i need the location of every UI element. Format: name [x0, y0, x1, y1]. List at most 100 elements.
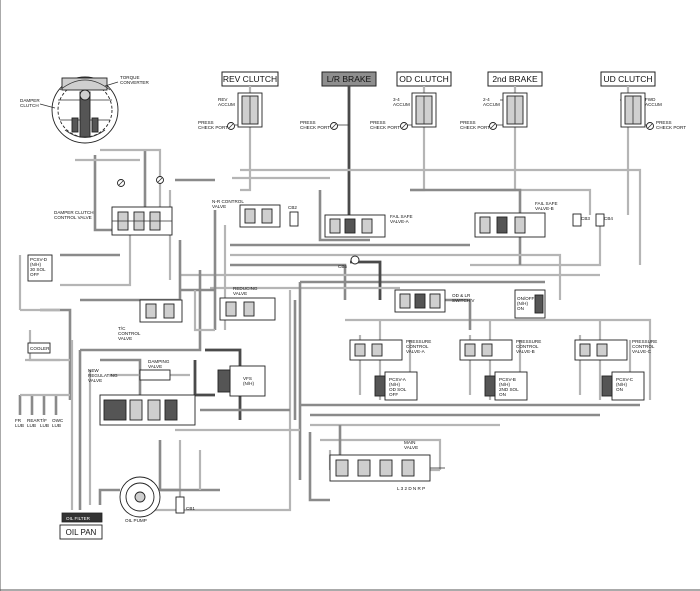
- cooler-label: COOLER: [30, 346, 50, 351]
- pcsv-a-label-3: OD SOL: [389, 387, 407, 392]
- oil-pump-label: OIL PUMP: [125, 518, 147, 523]
- lub-tf-2: LUB: [40, 423, 49, 428]
- pressure-control-valve-a: PRESSURE CONTROL VALVE-A: [349, 339, 431, 361]
- fail-safe-valve-a: FAIL SAFE VALVE-A: [324, 214, 413, 238]
- nr-valve-label-1: N-R CONTROL: [212, 199, 244, 204]
- damper-valve-label-2: CONTROL VALVE: [54, 215, 92, 220]
- cb4-label: CB4: [604, 216, 613, 221]
- vfs-solenoid: VFS (N/H): [217, 365, 266, 397]
- pcsv-a-label-1: PCSV-A: [389, 377, 407, 382]
- damper-clutch-control-valve: DAMPER CLUTCH CONTROL VALVE: [54, 206, 173, 236]
- pcsv-c-solenoid: PCSV-C (N/H) ON: [601, 371, 645, 401]
- check-port-5-label-1: PRESS: [656, 120, 672, 125]
- torque-converter-label-2: CONVERTER: [120, 80, 149, 85]
- vfs-label-1: VFS: [243, 376, 252, 381]
- reducing-valve-label-1: REDUCING: [233, 286, 258, 291]
- pcv-a-label-2: CONTROL: [406, 344, 429, 349]
- oil-pump: OIL PUMP: [119, 476, 161, 523]
- check-port-1: PRESS CHECK PORT: [198, 120, 235, 130]
- accumulator-second: 2-4 ACCUM: [483, 92, 528, 128]
- pcv-c-label-1: PRESSURE: [632, 339, 657, 344]
- accumulator-ud-label-1: FWD: [645, 97, 656, 102]
- header-rev-clutch: REV CLUTCH: [221, 71, 279, 87]
- pcsv-d-label-2: (N/H): [30, 262, 41, 267]
- cb3-label: CB3: [581, 216, 590, 221]
- od-lr-switch-label-1: OD & LR: [452, 293, 471, 298]
- check-port-1-label-2: CHECK PORT: [198, 125, 228, 130]
- lub-fr-2: LUB: [15, 423, 24, 428]
- hydraulic-lines: [18, 86, 652, 512]
- lub-owc-1: OWC: [52, 418, 64, 423]
- pcsv-b-label-3: 2ND SOL: [499, 387, 519, 392]
- check-port-1-label-1: PRESS: [198, 120, 214, 125]
- accumulator-od-label-1: 3-4: [393, 97, 400, 102]
- onoff-label-3: ON: [517, 306, 524, 311]
- accumulator-second-label-1: 2-4: [483, 97, 490, 102]
- check-ball-1: CB1: [175, 496, 195, 514]
- reducing-valve-label-2: VALVE: [233, 291, 247, 296]
- pcv-c-label-2: CONTROL: [632, 344, 655, 349]
- damping-valve-label-1: DAMPING: [148, 359, 170, 364]
- pcv-a-label-1: PRESSURE: [406, 339, 431, 344]
- torque-converter: TORQUE CONVERTER DAMPER CLUTCH: [20, 75, 149, 144]
- oil-pan: OIL PAN: [59, 524, 103, 540]
- accumulator-ud-label-2: ACCUM: [645, 102, 662, 107]
- check-port-4-label-1: PRESS: [460, 120, 476, 125]
- lub-rear-1: REAR: [27, 418, 40, 423]
- header-ud-clutch: UD CLUTCH: [600, 71, 656, 87]
- accumulator-second-label-2: ACCUM: [483, 102, 500, 107]
- pcv-a-label-3: VALVE-A: [406, 349, 426, 354]
- gauge-icon-2: [156, 176, 164, 184]
- regulating-valve-label-2: REGULATING: [88, 373, 118, 378]
- pcsv-d-label-1: PCSV-D: [30, 257, 48, 262]
- vfs-label-2: (N/H): [243, 381, 254, 386]
- pcsv-b-label-1: PCSV-B: [499, 377, 516, 382]
- nr-control-valve: N-R CONTROL VALVE: [212, 199, 281, 228]
- check-port-5-label-2: CHECK PORT: [656, 125, 686, 130]
- header-od-clutch: OD CLUTCH: [396, 71, 452, 87]
- gauge-icon-1: [117, 179, 125, 187]
- check-ball-4: CB4: [595, 213, 613, 227]
- accumulator-od: 3-4 ACCUM: [393, 92, 437, 128]
- main-valve-label-1: MAIN: [404, 440, 415, 445]
- fail-safe-b-label-2: VALVE-B: [535, 206, 554, 211]
- od-lr-switch-label-2: SWITCH V: [452, 298, 475, 303]
- check-port-5: PRESS CHECK PORT: [646, 120, 686, 130]
- tc-valve-label-3: VALVE: [118, 336, 132, 341]
- header-2nd-brake: 2nd BRAKE: [487, 71, 543, 87]
- lub-fr-1: FR: [15, 418, 22, 423]
- header-2nd-brake-label: 2nd BRAKE: [492, 74, 538, 84]
- check-port-3: PRESS CHECK PORT: [370, 120, 408, 130]
- pcsv-a-solenoid: PCSV-A (N/H) OD SOL OFF: [374, 371, 418, 401]
- pcv-b-label-2: CONTROL: [516, 344, 539, 349]
- check-ball-3: CB3: [572, 213, 590, 227]
- lub-tf-1: T/F: [40, 418, 47, 423]
- oil-filter-label: OIL FILTER: [66, 516, 91, 521]
- pressure-control-valve-c: PRESSURE CONTROL VALVE-C: [574, 339, 657, 361]
- pcv-b-label-3: VALVE-B: [516, 349, 535, 354]
- check-port-3-label-2: CHECK PORT: [370, 125, 400, 130]
- pressure-control-valve-b: PRESSURE CONTROL VALVE-B: [459, 339, 541, 361]
- onoff-label-2: (N/H): [517, 301, 528, 306]
- pcsv-d-solenoid: PCSV-D (N/H) 30 SOL OFF: [27, 254, 53, 282]
- tc-control-valve: T/C CONTROL VALVE: [118, 299, 183, 341]
- oil-filter: OIL FILTER: [61, 512, 103, 523]
- tc-valve-label-1: T/C: [118, 326, 126, 331]
- tc-valve-label-2: CONTROL: [118, 331, 141, 336]
- pcsv-b-label-4: ON: [499, 392, 506, 397]
- damper-clutch-label-2: CLUTCH: [20, 103, 39, 108]
- damper-valve-label-1: DAMPER CLUTCH: [54, 210, 94, 215]
- accumulator-ud: FWD ACCUM: [620, 92, 662, 128]
- check-ball-2: CB2: [288, 205, 299, 227]
- torque-converter-label-1: TORQUE: [120, 75, 140, 80]
- shift-positions-label: L 3 2 D N R P: [397, 486, 425, 491]
- accumulator-rev: REV ACCUM: [218, 92, 263, 128]
- fail-safe-a-label-1: FAIL SAFE: [390, 214, 413, 219]
- onoff-label-1: ON/OFF: [517, 296, 535, 301]
- cb2-label: CB2: [288, 205, 297, 210]
- accumulator-od-label-2: ACCUM: [393, 102, 410, 107]
- check-port-2-label-1: PRESS: [300, 120, 316, 125]
- reducing-valve: REDUCING VALVE: [219, 286, 276, 321]
- pcsv-c-label-1: PCSV-C: [616, 377, 634, 382]
